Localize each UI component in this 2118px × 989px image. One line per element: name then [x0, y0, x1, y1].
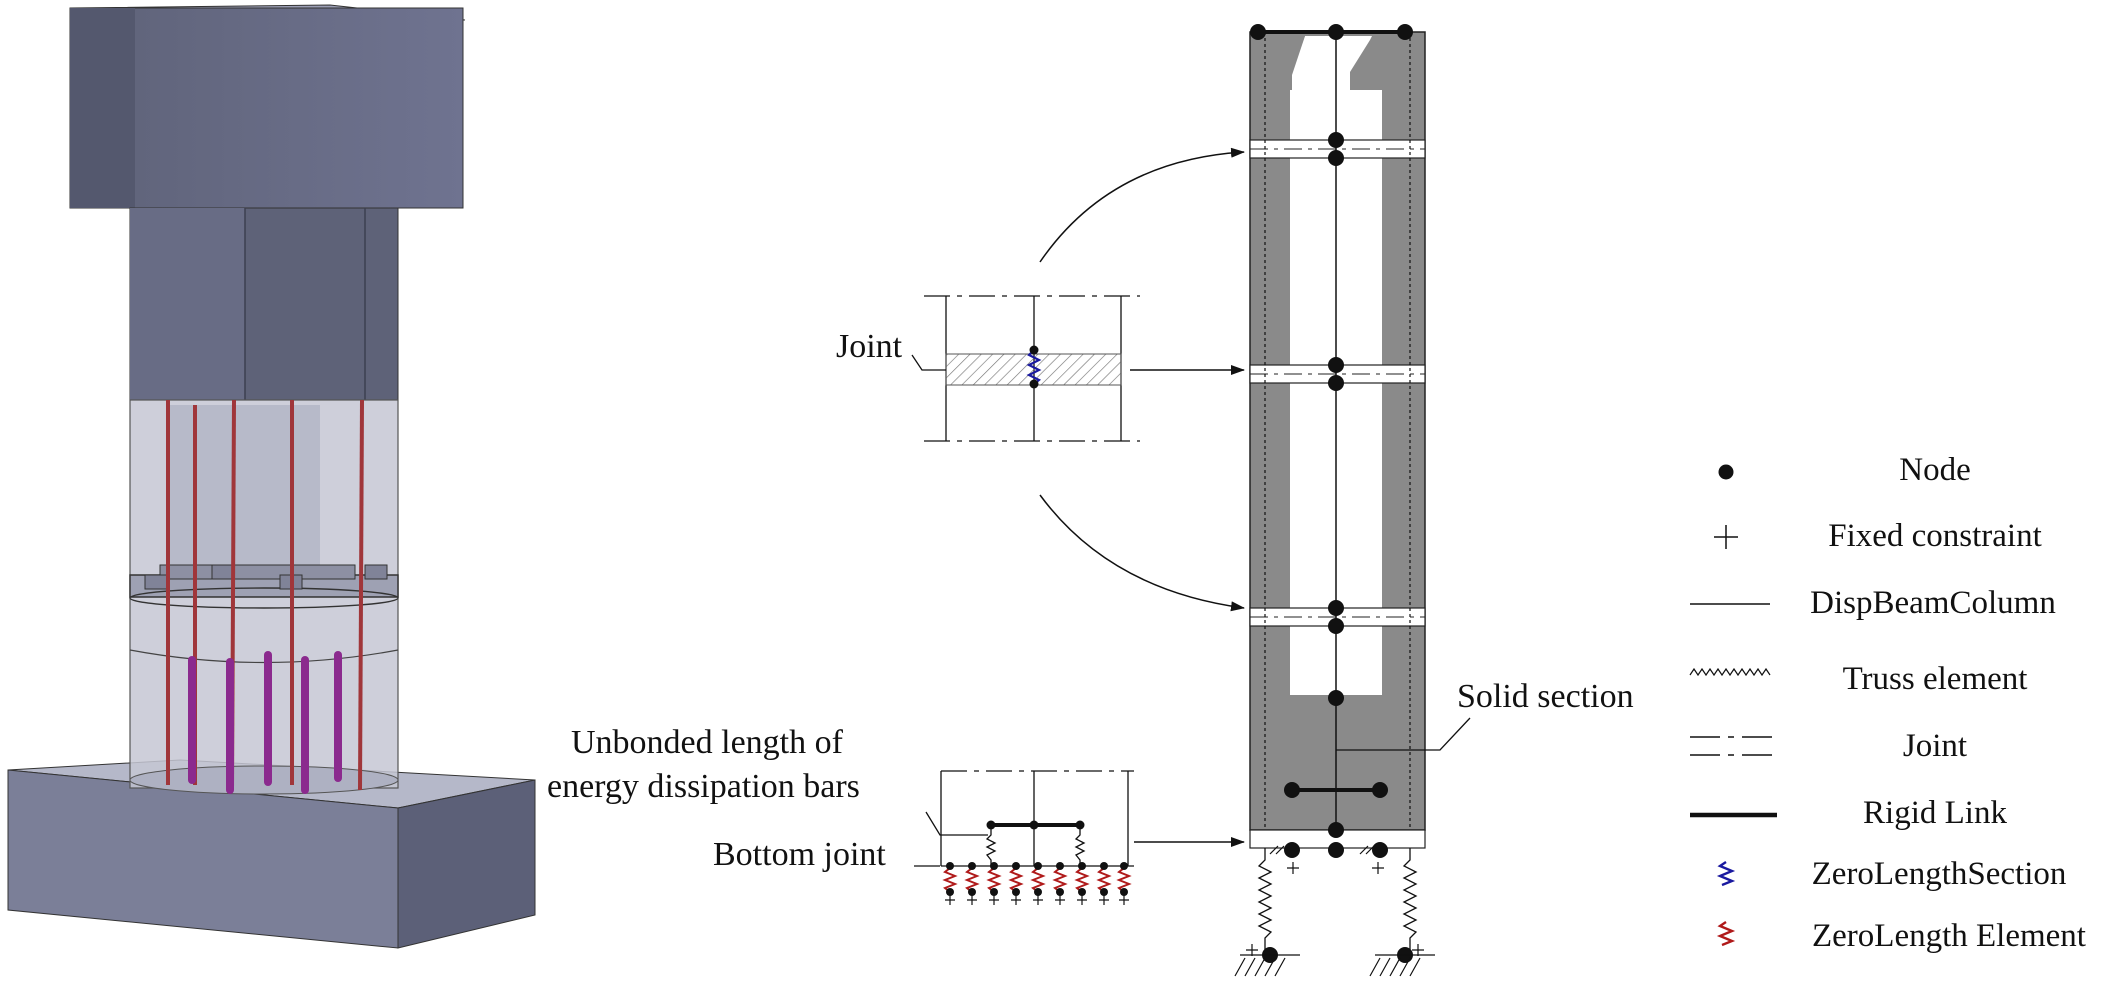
bottom-joint-detail: [914, 770, 1134, 905]
solid-section-label: Solid section: [1457, 678, 1634, 715]
legend-label-fixed-constraint: Fixed constraint: [1828, 518, 2042, 554]
legend-label-dispbeamcolumn: DispBeamColumn: [1810, 585, 2056, 621]
legend-label-zerolengthsection: ZeroLengthSection: [1811, 856, 2067, 892]
blue-spring-icon: [1716, 861, 1736, 887]
base-block-right-face: [397, 779, 536, 949]
dash-dot-icon: [1690, 736, 1775, 756]
legend-label-truss-element: Truss element: [1842, 661, 2028, 697]
joint-label: Joint: [836, 328, 903, 365]
bottom-red-springs: [942, 867, 1132, 893]
joint-detail: [911, 295, 1140, 442]
legend-symbols: [1689, 464, 1777, 947]
dot-icon: [1718, 464, 1734, 480]
cap-block-front: [69, 7, 464, 209]
unbonded-label-line2: energy dissipation bars: [547, 768, 860, 805]
bottom-joint-label: Bottom joint: [713, 836, 886, 873]
numerical-model-column: [1234, 24, 1471, 977]
legend-label-node: Node: [1899, 452, 1971, 488]
legend-label-zerolength-element: ZeroLength Element: [1812, 918, 2086, 954]
unbonded-label-line1: Unbonded length of: [571, 724, 843, 761]
hollow-core-top: [1290, 36, 1305, 75]
purple-bars: [188, 651, 342, 794]
legend-label-rigid-link: Rigid Link: [1863, 795, 2007, 831]
plus-icon: [1714, 525, 1738, 549]
red-spring-icon: [1716, 921, 1736, 947]
callout-arrows: [1039, 147, 1245, 847]
legend-label-joint: Joint: [1902, 728, 1968, 764]
column-3d-model: [7, 4, 536, 949]
zigzag-icon: [1689, 667, 1771, 677]
blue-spring: [1026, 349, 1042, 385]
